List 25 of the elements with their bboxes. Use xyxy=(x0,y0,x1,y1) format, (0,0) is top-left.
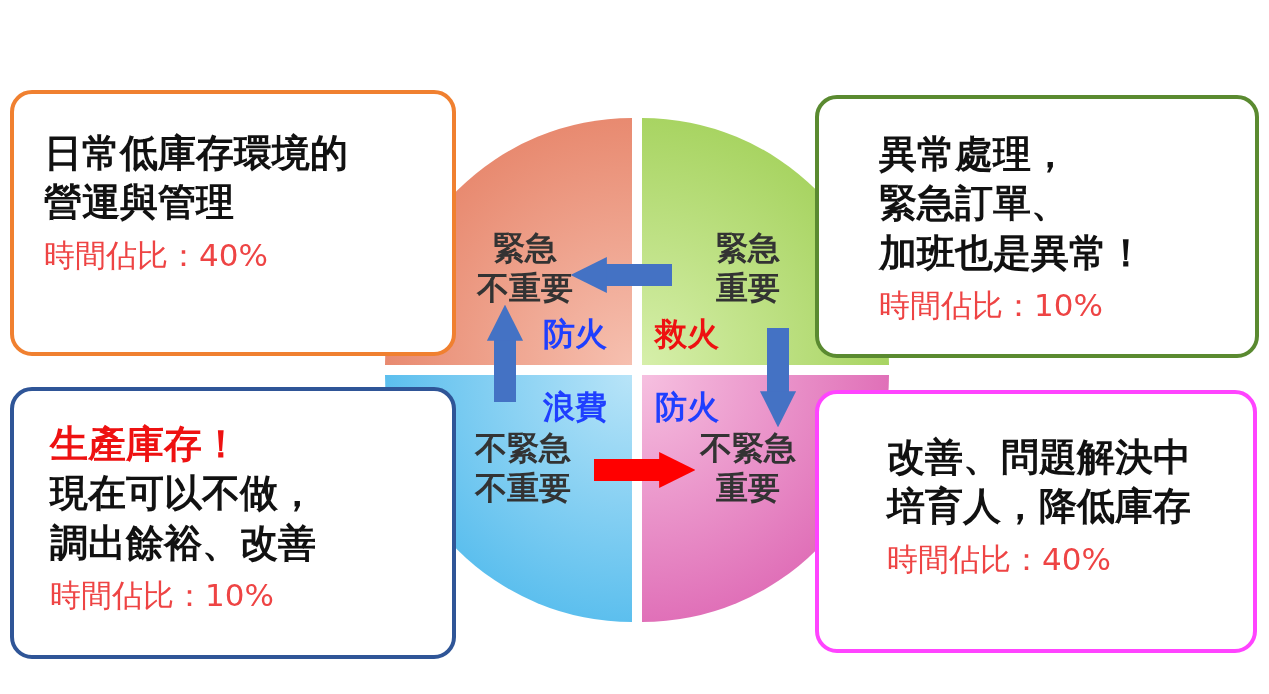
description-text: 現在可以不做，調出餘裕、改善 xyxy=(50,469,317,567)
center-label: 防火 xyxy=(543,314,607,355)
center-label: 防火 xyxy=(655,387,719,428)
info-card xyxy=(10,90,456,356)
time-share-text: 時間佔比：40% xyxy=(44,235,269,275)
description-text: 異常處理，緊急訂單、加班也是異常！ xyxy=(879,130,1146,277)
description-text: 日常低庫存環境的營運與管理 xyxy=(44,129,349,227)
block-arrow xyxy=(570,256,672,294)
time-share-text: 時間佔比：40% xyxy=(887,539,1112,579)
quadrant-text: 不緊急 重要 xyxy=(698,428,797,508)
center-label: 救火 xyxy=(655,314,719,355)
time-share-text: 時間佔比：10% xyxy=(879,286,1104,326)
info-card xyxy=(815,95,1259,358)
block-arrow xyxy=(486,304,524,402)
center-label: 浪費 xyxy=(543,387,607,428)
time-share-text: 時間佔比：10% xyxy=(50,576,275,616)
block-arrow xyxy=(594,451,696,489)
block-arrow xyxy=(759,328,797,428)
quadrant-text: 緊急 重要 xyxy=(715,228,781,308)
quadrant-text: 不緊急 不重要 xyxy=(473,428,572,508)
quadrant-text: 緊急 不重要 xyxy=(475,228,574,308)
info-card xyxy=(815,390,1257,653)
info-card xyxy=(10,387,456,659)
description-text: 改善、問題解決中培育人，降低庫存 xyxy=(887,433,1192,531)
alert-text: 生產庫存！ xyxy=(50,420,241,468)
